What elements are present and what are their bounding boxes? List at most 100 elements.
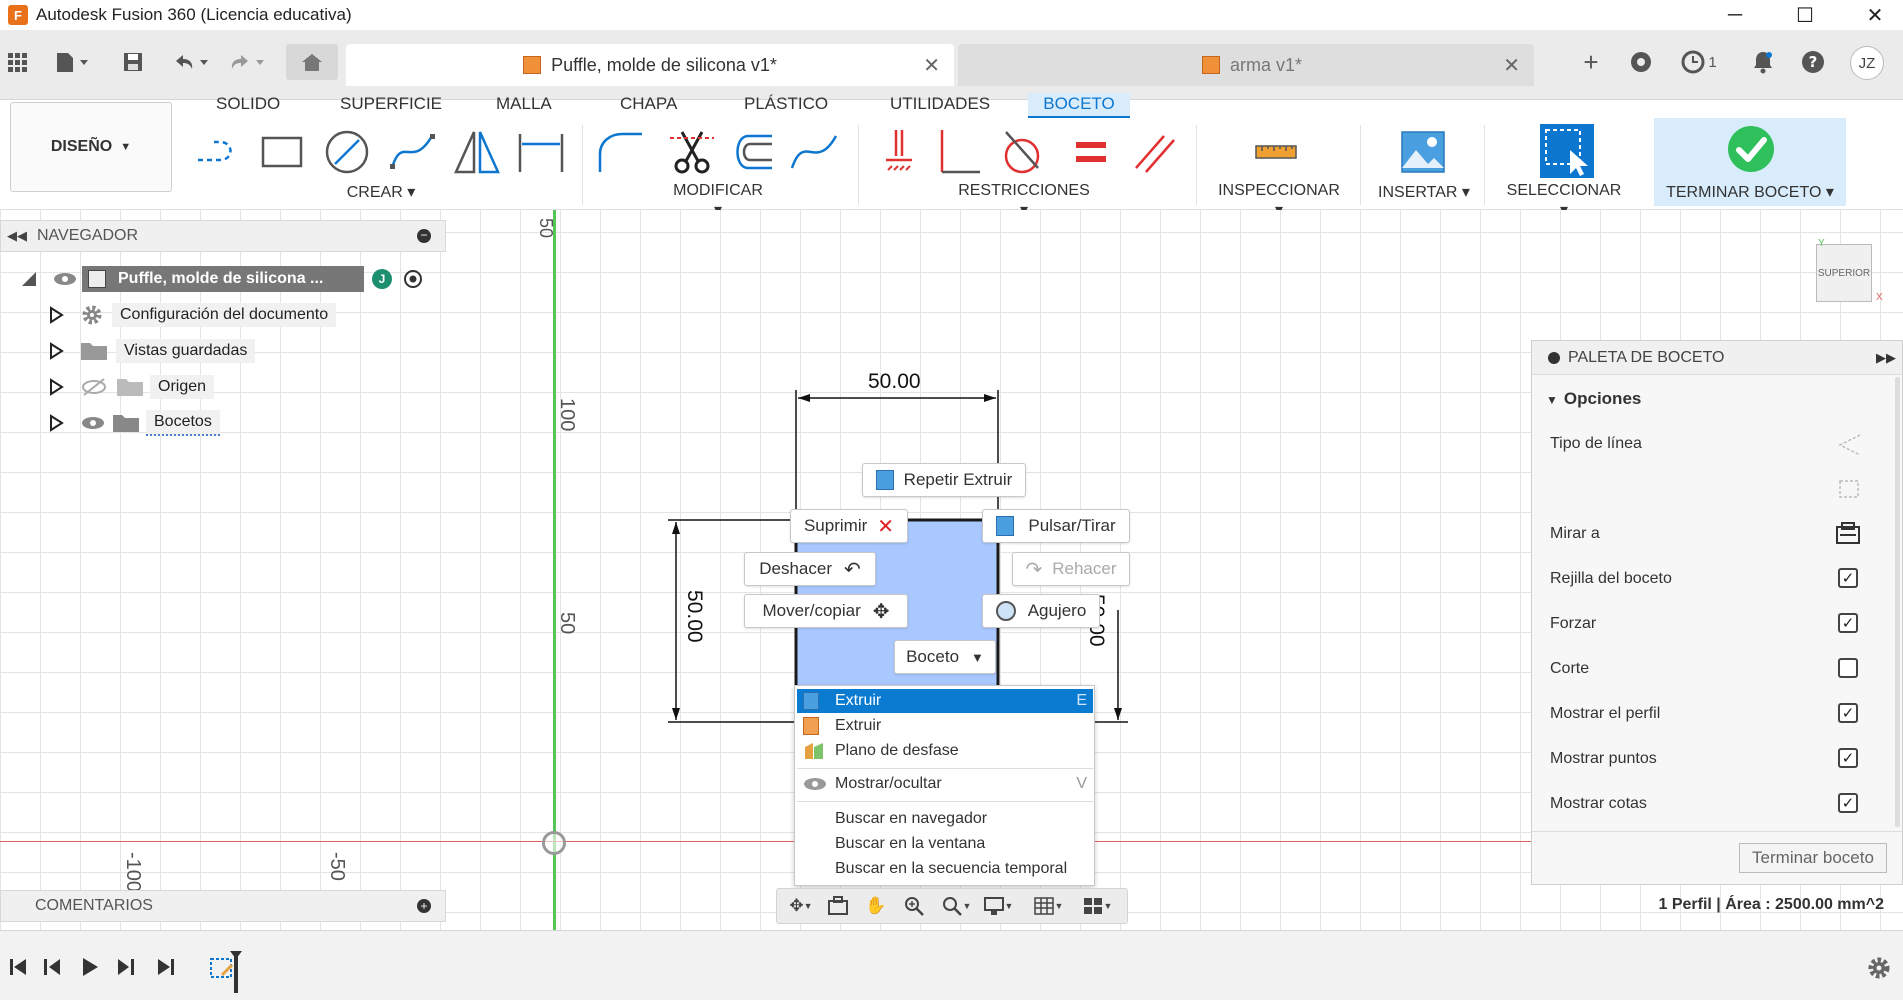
origin-point[interactable] <box>542 831 566 855</box>
menu-item-find-window[interactable]: Buscar en la ventana <box>797 832 1093 856</box>
notifications-icon[interactable] <box>1748 48 1778 76</box>
close-window-button[interactable]: ✕ <box>1866 4 1884 27</box>
spline-tool-icon[interactable] <box>388 128 438 176</box>
pan-hand-icon[interactable]: ✋ <box>865 896 887 915</box>
tab-utilidades[interactable]: UTILIDADES <box>890 94 991 113</box>
perpendicular-constraint-icon[interactable] <box>934 128 984 176</box>
hole-button[interactable]: Agujero <box>982 594 1100 628</box>
display-settings-icon[interactable]: ▼ <box>977 893 1019 919</box>
tab-chapa[interactable]: CHAPA <box>620 94 678 113</box>
mirror-tool-icon[interactable] <box>452 128 502 176</box>
trim-scissors-icon[interactable] <box>668 128 718 176</box>
menu-item-show-hide[interactable]: Mostrar/ocultar V <box>797 772 1093 796</box>
show-profile-checkbox[interactable]: ✓ <box>1838 703 1858 723</box>
activate-component-icon[interactable]: J <box>372 269 392 289</box>
zoom-icon[interactable] <box>897 893 931 919</box>
look-at-icon[interactable] <box>1834 521 1862 547</box>
app-grid-icon[interactable] <box>2 48 32 76</box>
eye-hidden-icon[interactable] <box>80 377 108 397</box>
timeline-sketch-feature-icon[interactable] <box>208 949 242 993</box>
insertar-menu[interactable]: INSERTAR ▾ <box>1378 184 1470 201</box>
show-dimensions-checkbox[interactable]: ✓ <box>1838 793 1858 813</box>
delete-button[interactable]: Suprimir ✕ <box>790 509 908 543</box>
tab-boceto[interactable]: BOCETO <box>1028 93 1130 119</box>
centerline-icon[interactable] <box>1836 477 1862 501</box>
insert-image-icon[interactable] <box>1398 128 1448 176</box>
eye-icon[interactable] <box>52 270 78 288</box>
radio-target-icon[interactable] <box>402 268 424 290</box>
width-dimension-label[interactable]: 50.00 <box>868 370 921 393</box>
navigator-item[interactable]: Origen <box>48 372 215 402</box>
new-tab-icon[interactable]: + <box>1583 46 1599 77</box>
repeat-extrude-button[interactable]: Repetir Extruir <box>862 463 1026 497</box>
measure-ruler-icon[interactable] <box>1252 128 1302 176</box>
undo-icon[interactable] <box>168 48 212 76</box>
step-back-icon[interactable] <box>42 957 62 977</box>
go-to-start-icon[interactable] <box>8 957 28 977</box>
sketch-grid-checkbox[interactable]: ✓ <box>1838 568 1858 588</box>
palette-options-icon[interactable] <box>1548 351 1560 364</box>
help-icon[interactable]: ? <box>1798 48 1828 76</box>
equal-constraint-icon[interactable] <box>1066 128 1116 176</box>
construction-line-icon[interactable] <box>1836 433 1862 457</box>
file-menu-icon[interactable] <box>50 48 94 76</box>
slice-checkbox[interactable] <box>1838 658 1858 678</box>
navigator-item[interactable]: Vistas guardadas <box>48 336 256 366</box>
user-avatar[interactable]: JZ <box>1850 46 1884 80</box>
expand-palette-icon[interactable]: ▶▶ <box>1876 349 1896 365</box>
minimize-button[interactable]: ─ <box>1727 3 1743 26</box>
expand-triangle-icon[interactable] <box>48 378 64 396</box>
close-tab-icon[interactable]: ✕ <box>1503 54 1520 77</box>
terminar-boceto-menu[interactable]: TERMINAR BOCETO ▾ <box>1666 184 1834 201</box>
coincident-constraint-icon[interactable] <box>874 128 924 176</box>
tab-puffle-molde[interactable]: Puffle, molde de silicona v1* ✕ <box>346 44 954 86</box>
play-icon[interactable] <box>80 957 100 977</box>
navigator-options-icon[interactable]: − <box>417 229 431 243</box>
root-component[interactable]: Puffle, molde de silicona ... <box>82 266 364 292</box>
collapse-triangle-icon[interactable] <box>20 270 38 288</box>
undo-button[interactable]: Deshacer ↶ <box>744 552 876 586</box>
offset-tool-icon[interactable] <box>726 128 776 176</box>
menu-item-find-timeline[interactable]: Buscar en la secuencia temporal <box>797 857 1093 881</box>
redo-button[interactable]: ↷ Rehacer <box>1012 552 1130 586</box>
tab-arma[interactable]: arma v1* ✕ <box>958 44 1534 86</box>
palette-scrollbar[interactable] <box>1895 377 1900 827</box>
press-pull-button[interactable]: Pulsar/Tirar <box>982 509 1130 543</box>
crear-menu[interactable]: CREAR ▾ <box>346 184 416 201</box>
close-tab-icon[interactable]: ✕ <box>923 54 940 77</box>
look-at-icon[interactable] <box>821 893 855 919</box>
job-status-icon[interactable]: 1 <box>1676 48 1722 76</box>
orbit-icon[interactable]: ✥▼ <box>789 896 813 915</box>
tab-malla[interactable]: MALLA <box>496 94 552 113</box>
expand-triangle-icon[interactable] <box>48 306 64 324</box>
snap-checkbox[interactable]: ✓ <box>1838 613 1858 633</box>
tab-solido[interactable]: SOLIDO <box>216 94 281 113</box>
parallel-constraint-icon[interactable] <box>1130 128 1180 176</box>
view-cube[interactable]: SUPERIOR <box>1816 244 1872 302</box>
eye-icon[interactable] <box>80 413 106 433</box>
viewports-icon[interactable]: ▼ <box>1075 893 1119 919</box>
collapse-panel-icon[interactable]: ◀◀ <box>7 228 27 243</box>
fit-zoom-icon[interactable]: ▼ <box>935 893 977 919</box>
maximize-button[interactable]: ☐ <box>1796 4 1814 27</box>
extensions-icon[interactable] <box>1626 48 1656 76</box>
extend-curve-icon[interactable] <box>790 128 840 176</box>
step-forward-icon[interactable] <box>116 957 136 977</box>
finish-sketch-checkmark-icon[interactable] <box>1726 124 1776 174</box>
expand-triangle-icon[interactable] <box>48 414 64 432</box>
redo-icon[interactable] <box>224 48 268 76</box>
navigator-item[interactable]: Configuración del documento <box>48 300 337 330</box>
navigator-item[interactable]: Bocetos <box>48 408 220 438</box>
circle-tool-icon[interactable] <box>323 128 373 176</box>
sketch-submenu-button[interactable]: Boceto ▼ <box>894 640 996 674</box>
add-comment-icon[interactable]: + <box>417 899 431 913</box>
expand-triangle-icon[interactable] <box>48 342 64 360</box>
rectangle-tool-icon[interactable] <box>258 128 308 176</box>
finish-sketch-button[interactable]: Terminar boceto <box>1739 843 1887 873</box>
move-copy-button[interactable]: Mover/copiar ✥ <box>744 594 908 628</box>
tangent-constraint-icon[interactable] <box>998 128 1048 176</box>
menu-item-extrude-surface[interactable]: Extruir <box>797 714 1093 738</box>
show-points-checkbox[interactable]: ✓ <box>1838 748 1858 768</box>
workspace-selector[interactable]: DISEÑO ▼ <box>10 102 172 192</box>
dimension-tool-icon[interactable] <box>516 128 566 176</box>
